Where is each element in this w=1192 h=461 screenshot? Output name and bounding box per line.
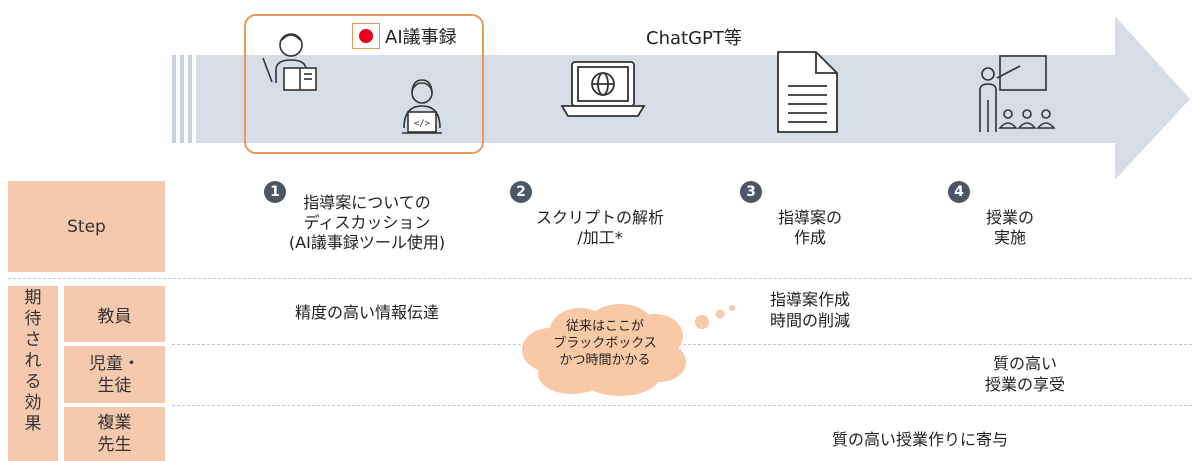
step-header-label: Step	[67, 216, 106, 237]
teacher-effect-step3-line1: 指導案作成	[769, 290, 850, 309]
effects-char-7: 果	[24, 414, 42, 434]
effects-char-3: さ	[24, 330, 42, 350]
cloud-line3: かつ時間かかる	[559, 353, 651, 368]
row-label-student-line1: 児童・	[89, 353, 140, 374]
ai-tool-highlight-box	[244, 14, 484, 154]
ai-tool-label: AI議事録	[385, 27, 457, 48]
step-4-text: 授業の 実施	[960, 208, 1060, 248]
step-2-line2: /加工*	[577, 228, 623, 247]
step-header-cell: Step	[8, 181, 165, 272]
document-icon	[777, 51, 838, 133]
step-1-line1: 指導案についての	[303, 193, 431, 212]
cloud-text: 従来はここが ブラックボックス かつ時間かかる	[525, 318, 685, 369]
cloud-line2: ブラックボックス	[553, 336, 657, 351]
row-divider-teacher	[172, 344, 1192, 345]
step-3-text: 指導案の 作成	[750, 208, 870, 248]
row-divider-top	[8, 278, 1192, 279]
laptop-globe-icon	[560, 61, 646, 117]
chatgpt-label: ChatGPT等	[646, 28, 742, 49]
row-label-guest-line2: 先生	[97, 435, 132, 455]
step-3-line1: 指導案の	[777, 208, 842, 227]
effects-char-1: 期	[24, 288, 42, 308]
thought-cloud-icon	[522, 304, 735, 396]
step-4-line1: 授業の	[985, 208, 1034, 227]
step-1-text: 指導案についての ディスカッション (AI議事録ツール使用)	[262, 193, 472, 253]
developer-laptop-icon: </>	[402, 79, 442, 134]
row-label-guest-line1: 複業	[97, 413, 132, 433]
step-2-text: スクリプトの解析 /加工*	[520, 208, 680, 248]
ai-record-dot-icon	[352, 23, 380, 49]
svg-text:</>: </>	[414, 119, 431, 129]
row-label-guest: 複業 先生	[64, 407, 165, 461]
row-label-teacher-text: 教員	[97, 306, 132, 327]
teacher-effect-step1: 精度の高い情報伝達	[294, 303, 439, 322]
step-4-line2: 実施	[993, 228, 1026, 247]
teacher-reading-icon	[262, 33, 317, 91]
classroom-lecture-icon	[979, 55, 1056, 132]
student-effect-line2: 授業の享受	[984, 374, 1065, 394]
step-1-line3: (AI議事録ツール使用)	[288, 233, 446, 252]
student-effect: 質の高い 授業の享受	[950, 354, 1100, 396]
student-effect-line1: 質の高い	[992, 354, 1057, 373]
row-label-teacher: 教員	[64, 286, 165, 342]
effects-char-2: 待	[24, 309, 42, 329]
effects-char-5: る	[24, 372, 42, 392]
row-label-student: 児童・ 生徒	[64, 346, 165, 403]
teacher-effect-step3-line2: 時間の削減	[769, 310, 850, 330]
step-3-line2: 作成	[793, 228, 826, 247]
step-1-badge: 1	[264, 181, 286, 203]
step-4-badge: 4	[948, 181, 970, 203]
step-3-badge: 3	[740, 181, 762, 203]
guest-teacher-effect: 質の高い授業作りに寄与	[831, 430, 1008, 449]
row-divider-student	[172, 405, 1192, 406]
cloud-line1: 従来はここが	[565, 319, 644, 334]
effects-char-4: れ	[24, 351, 42, 371]
effects-char-6: 効	[24, 393, 42, 413]
step-2-line1: スクリプトの解析	[535, 208, 664, 227]
expected-effects-label: 期 待 さ れ る 効 果	[8, 286, 58, 461]
teacher-effect-step3: 指導案作成 時間の削減	[740, 290, 880, 332]
row-label-student-line2: 生徒	[97, 375, 132, 396]
step-2-badge: 2	[510, 181, 532, 203]
step-1-line2: ディスカッション	[303, 213, 431, 232]
